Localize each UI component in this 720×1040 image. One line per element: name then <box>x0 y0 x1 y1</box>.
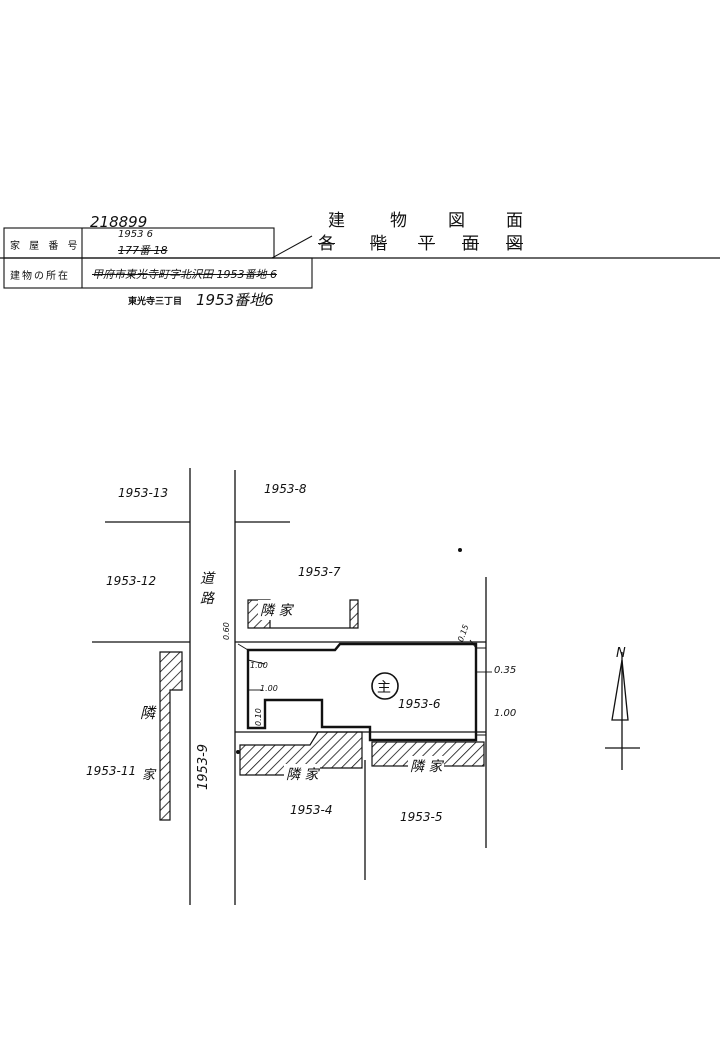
parcel-1953-5: 1953-5 <box>400 810 443 824</box>
dimension-right-2: 1.00 <box>494 708 517 719</box>
title-char-4: 面 <box>506 211 523 231</box>
parcel-1953-13: 1953-13 <box>118 486 169 500</box>
title-char-1: 建 <box>328 211 345 231</box>
register-table <box>3 227 313 289</box>
header-diagonal <box>271 235 313 259</box>
subtitle-char-4: 面 <box>462 234 479 254</box>
dimension-top-left: 0.60 <box>222 622 231 640</box>
subtitle-char-3: 平 <box>418 234 435 254</box>
house-number-label: 家 屋 番 号 <box>10 241 81 252</box>
parcel-1953-4: 1953-4 <box>290 803 333 817</box>
subtitle-char-5: 図 <box>506 234 523 254</box>
dimension-left-2: 1.00 <box>260 684 278 693</box>
location-current-prefix: 東光寺三丁目 <box>128 297 183 307</box>
main-building-outline <box>246 642 478 742</box>
location-current-value: 1953番地6 <box>196 291 274 309</box>
north-arrow-icon <box>605 652 640 770</box>
parcel-1953-9: 1953-9 <box>196 743 211 790</box>
house-number-struck: 177番 18 <box>118 244 168 257</box>
neighbor-label-top: 隣 家 <box>258 600 295 620</box>
neighbor-label-left-2: 家 <box>142 768 156 783</box>
dimension-right-1: 0.35 <box>494 665 517 676</box>
parcel-1953-11: 1953-11 <box>86 764 137 778</box>
parcel-1953-12: 1953-12 <box>106 574 157 588</box>
location-label: 建物の所在 <box>10 271 70 282</box>
main-symbol-circle <box>371 672 399 700</box>
serial-number: 218899 <box>90 213 148 231</box>
dimension-left-1: 1.00 <box>250 661 268 670</box>
title-char-3: 図 <box>448 211 465 231</box>
road-label-2: 路 <box>200 591 214 607</box>
parcel-1953-7: 1953-7 <box>298 565 341 579</box>
main-symbol: 主 <box>377 680 391 696</box>
title-char-2: 物 <box>390 211 407 231</box>
subtitle-char-2: 階 <box>370 234 387 254</box>
neighbor-hatches <box>159 599 485 821</box>
north-label: N <box>616 646 626 661</box>
dimension-leaders <box>237 639 492 691</box>
neighbor-label-left-1: 隣 <box>140 704 156 722</box>
subtitle-char-1: 各 <box>318 234 335 254</box>
neighbor-label-bottom-right: 隣 家 <box>408 756 445 776</box>
neighbor-label-bottom-mid: 隣 家 <box>284 764 321 784</box>
road-label-1: 道 <box>200 571 214 587</box>
parcel-1953-6: 1953-6 <box>398 697 441 711</box>
house-number-top: 1953 6 <box>118 229 153 240</box>
road-lines <box>92 468 487 905</box>
location-struck: 甲府市東光寺町字北沢田 1953番地 6 <box>92 268 277 281</box>
parcel-1953-8: 1953-8 <box>264 482 307 496</box>
dimension-left-3: 0.10 <box>254 708 263 726</box>
